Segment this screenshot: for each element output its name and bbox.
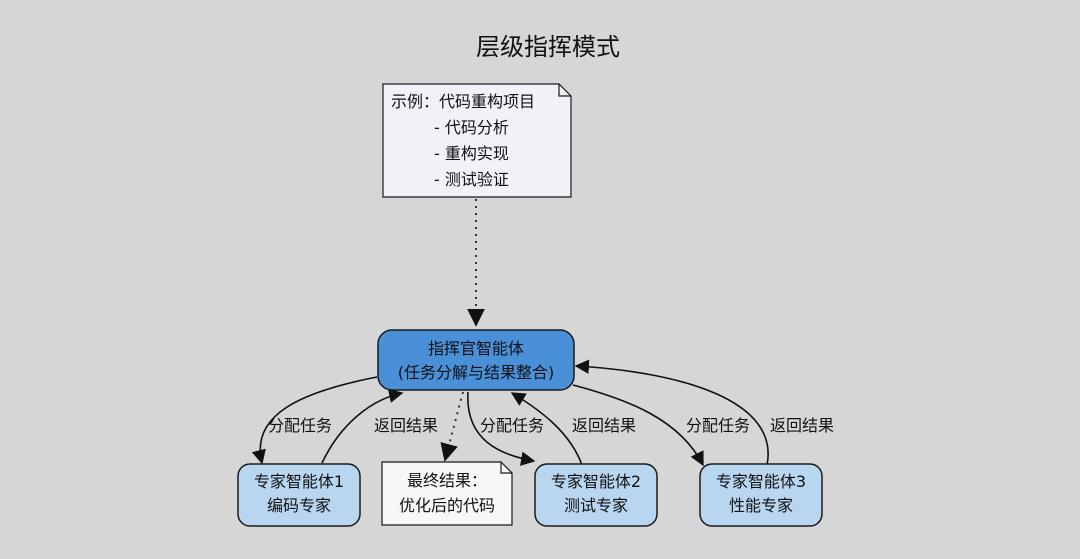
expert-name: 专家智能体3: [716, 472, 806, 491]
example-note-item: - 测试验证: [434, 170, 509, 189]
edge-return-expert-3: [574, 359, 769, 466]
example-note-item: - 代码分析: [434, 118, 509, 137]
result-note-line2: 优化后的代码: [399, 496, 495, 515]
edge-return-expert-2: [510, 392, 583, 466]
result-connector-dotted: [440, 391, 464, 462]
edge-label-return-1: 返回结果: [374, 416, 438, 435]
edge-label-assign-2: 分配任务: [480, 416, 544, 435]
expert-node-1[interactable]: 专家智能体1 编码专家: [237, 463, 361, 527]
edge-assign-expert-1: [251, 376, 378, 465]
example-note: 示例：代码重构项目 - 代码分析 - 重构实现 - 测试验证: [382, 83, 572, 198]
example-note-item: - 重构实现: [434, 144, 509, 163]
example-note-heading: 示例：代码重构项目: [391, 92, 535, 111]
edge-label-return-3: 返回结果: [770, 416, 834, 435]
edge-label-assign-1: 分配任务: [268, 416, 332, 435]
edge-assign-expert-2: [467, 391, 536, 466]
commander-node[interactable]: 指挥官智能体 (任务分解与结果整合): [377, 329, 575, 391]
expert-node-3[interactable]: 专家智能体3 性能专家: [699, 463, 823, 527]
edge-return-expert-1: [321, 388, 404, 464]
edge-assign-expert-3: [572, 384, 704, 467]
expert-name: 专家智能体1: [254, 472, 344, 491]
result-note: 最终结果： 优化后的代码: [381, 461, 513, 526]
commander-role: (任务分解与结果整合): [398, 363, 555, 382]
result-note-line1: 最终结果：: [407, 471, 487, 490]
edge-label-return-2: 返回结果: [572, 416, 636, 435]
edge-label-assign-3: 分配任务: [686, 416, 750, 435]
expert-name: 专家智能体2: [551, 472, 641, 491]
diagram-title: 层级指挥模式: [476, 33, 620, 61]
expert-role: 性能专家: [729, 496, 793, 515]
expert-node-2[interactable]: 专家智能体2 测试专家: [534, 463, 658, 527]
commander-name: 指挥官智能体: [428, 339, 524, 358]
expert-role: 测试专家: [564, 496, 628, 515]
expert-role: 编码专家: [267, 496, 331, 515]
